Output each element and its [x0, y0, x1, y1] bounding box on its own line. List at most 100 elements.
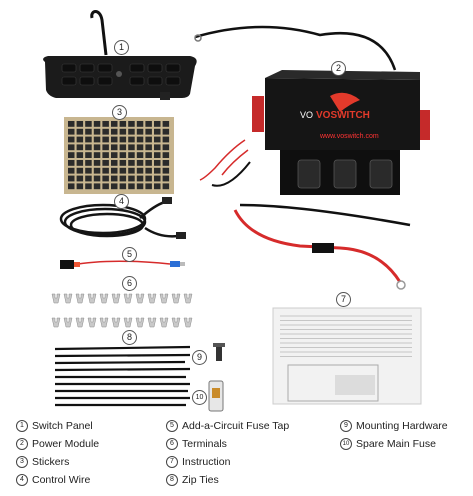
callout-8: 8 [122, 330, 137, 345]
legend-label: Instruction [182, 456, 231, 468]
terminal [75, 317, 85, 328]
legend-label: Spare Main Fuse [356, 438, 436, 450]
sticker [102, 121, 109, 127]
sticker [128, 152, 135, 158]
sticker [145, 136, 152, 143]
sticker [154, 160, 161, 166]
terminal [135, 317, 145, 328]
sticker [111, 144, 118, 151]
sticker [111, 175, 118, 182]
sticker [85, 160, 92, 166]
sticker [111, 152, 118, 158]
sticker [162, 175, 170, 182]
instruction-sheet [272, 307, 422, 405]
sticker [154, 121, 161, 127]
legend-label: Zip Ties [182, 474, 219, 486]
sticker [136, 152, 144, 158]
sticker [76, 144, 84, 151]
sticker [154, 144, 161, 151]
legend-number: 6 [166, 438, 178, 450]
zip-ties [54, 345, 191, 407]
legend-label: Add-a-Circuit Fuse Tap [182, 420, 290, 432]
kit-illustration: VO VOSWITCH www.voswitch.com [43, 10, 430, 412]
sticker [128, 160, 135, 166]
sticker [154, 128, 161, 135]
sticker [102, 136, 109, 143]
sticker [85, 121, 92, 127]
sticker [76, 175, 84, 182]
legend-item-stickers: 3 Stickers [16, 456, 69, 468]
legend-item-control-wire: 4 Control Wire [16, 474, 90, 486]
sticker [102, 128, 109, 135]
terminal [111, 317, 121, 328]
sticker [93, 144, 101, 151]
component-legend: 1 Switch Panel 2 Power Module 3 Stickers… [0, 418, 473, 496]
sticker [68, 121, 75, 127]
sticker [162, 152, 170, 158]
mounting-hardware [213, 343, 225, 361]
legend-number: 5 [166, 420, 178, 432]
sticker [119, 136, 127, 143]
sticker [76, 152, 84, 158]
terminal [123, 293, 133, 304]
sticker [85, 152, 92, 158]
brand-url: www.voswitch.com [319, 133, 379, 140]
sticker [145, 183, 152, 190]
sticker [162, 121, 170, 127]
sticker [93, 152, 101, 158]
sticker [128, 183, 135, 190]
terminal [183, 317, 193, 328]
sticker [111, 160, 118, 166]
sticker [136, 160, 144, 166]
sticker [136, 175, 144, 182]
legend-item-zip-ties: 8 Zip Ties [166, 474, 219, 486]
terminal [99, 293, 109, 304]
sticker [119, 121, 127, 127]
sticker [93, 175, 101, 182]
sticker [68, 144, 75, 151]
brand-logo: VO [300, 110, 313, 120]
sticker [145, 167, 152, 174]
terminal [171, 317, 181, 328]
sticker [85, 136, 92, 143]
sticker [76, 167, 84, 174]
legend-item-terminals: 6 Terminals [166, 438, 227, 450]
sticker [76, 121, 84, 127]
sticker-sheet [64, 117, 174, 194]
sticker [145, 152, 152, 158]
sticker [154, 136, 161, 143]
sticker [85, 183, 92, 190]
terminal [87, 293, 97, 304]
sticker [128, 128, 135, 135]
sticker [93, 167, 101, 174]
spare-fuse [208, 380, 224, 412]
sticker [68, 175, 75, 182]
sticker [119, 128, 127, 135]
sticker [162, 128, 170, 135]
callout-6: 6 [122, 276, 137, 291]
sticker [93, 121, 101, 127]
legend-number: 8 [166, 474, 178, 486]
sticker [102, 160, 109, 166]
sticker [93, 160, 101, 166]
legend-number: 7 [166, 456, 178, 468]
sticker [145, 160, 152, 166]
sticker [85, 144, 92, 151]
terminal [171, 293, 181, 304]
sticker [93, 136, 101, 143]
sticker [128, 121, 135, 127]
legend-label: Switch Panel [32, 420, 93, 432]
control-wire [59, 197, 186, 239]
legend-item-mounting-hardware: 9 Mounting Hardware [340, 420, 448, 432]
legend-number: 3 [16, 456, 28, 468]
sticker [102, 167, 109, 174]
sticker [111, 183, 118, 190]
callout-1: 1 [114, 40, 129, 55]
legend-number: 9 [340, 420, 352, 432]
sticker [145, 128, 152, 135]
terminal [87, 317, 97, 328]
sticker [128, 144, 135, 151]
terminal [111, 293, 121, 304]
sticker [68, 128, 75, 135]
sticker [85, 167, 92, 174]
